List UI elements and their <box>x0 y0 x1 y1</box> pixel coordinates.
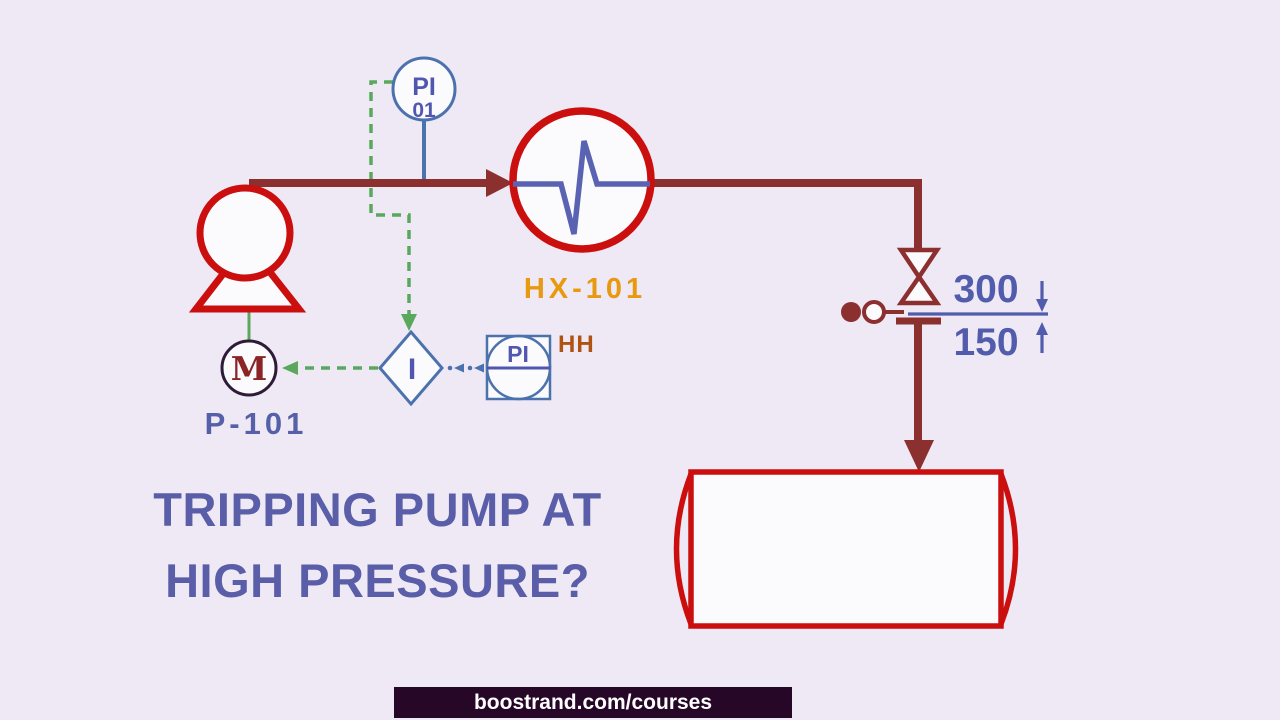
pipe-arrow-into-vessel-icon <box>904 440 934 472</box>
valve-symbol-bottom <box>896 273 942 306</box>
dimension-value-bottom: 150 <box>953 321 1018 364</box>
vessel-left-head <box>673 473 694 625</box>
spectacle-blind-closed-icon <box>841 302 861 322</box>
spectacle-blind-open-icon <box>862 300 886 324</box>
interlock-diamond <box>378 329 444 407</box>
pi01-tag: PI <box>412 73 436 101</box>
signal-line-pi-to-interlock <box>369 80 411 320</box>
pipe-hx-to-valve <box>652 179 922 250</box>
pump-symbol <box>196 184 294 282</box>
headline-line1: TRIPPING PUMP AT <box>153 483 602 536</box>
interlock-label: I <box>408 353 416 386</box>
signal-arrow-left-icon <box>282 361 298 375</box>
valve-symbol-top <box>896 247 942 282</box>
heat-exchanger-coil-icon <box>513 140 650 235</box>
data-link-arrow-left-icon <box>474 363 484 373</box>
high-high-alarm-label: HH <box>558 331 595 358</box>
website-banner: boostrand.com/courses <box>394 687 792 718</box>
motor-label: M <box>231 349 268 388</box>
pump-tag: P-101 <box>205 406 308 441</box>
heat-exchanger-tag: HX-101 <box>524 273 646 305</box>
dimension-arrow-down-icon <box>1036 299 1048 312</box>
website-url: boostrand.com/courses <box>473 690 713 714</box>
vessel-right-head <box>998 473 1019 625</box>
shared-display-tag: PI <box>507 341 529 367</box>
data-link-dot <box>447 365 453 371</box>
headline: TRIPPING PUMP AT HIGH PRESSURE? <box>90 474 665 616</box>
pressure-indicator-bubble <box>391 56 457 122</box>
signal-arrow-down-icon <box>401 314 417 331</box>
pipe-flow-arrow-icon <box>486 169 513 197</box>
data-link-arrow-left-icon <box>454 363 464 373</box>
dimension-value-top: 300 <box>953 268 1018 311</box>
pi01-number: 01 <box>412 99 436 122</box>
dimension-arrow-up-icon <box>1036 322 1048 335</box>
data-link-dot <box>467 365 473 371</box>
vessel-symbol <box>688 469 1004 629</box>
headline-line2: HIGH PRESSURE? <box>165 554 590 607</box>
motor-symbol <box>220 339 278 397</box>
